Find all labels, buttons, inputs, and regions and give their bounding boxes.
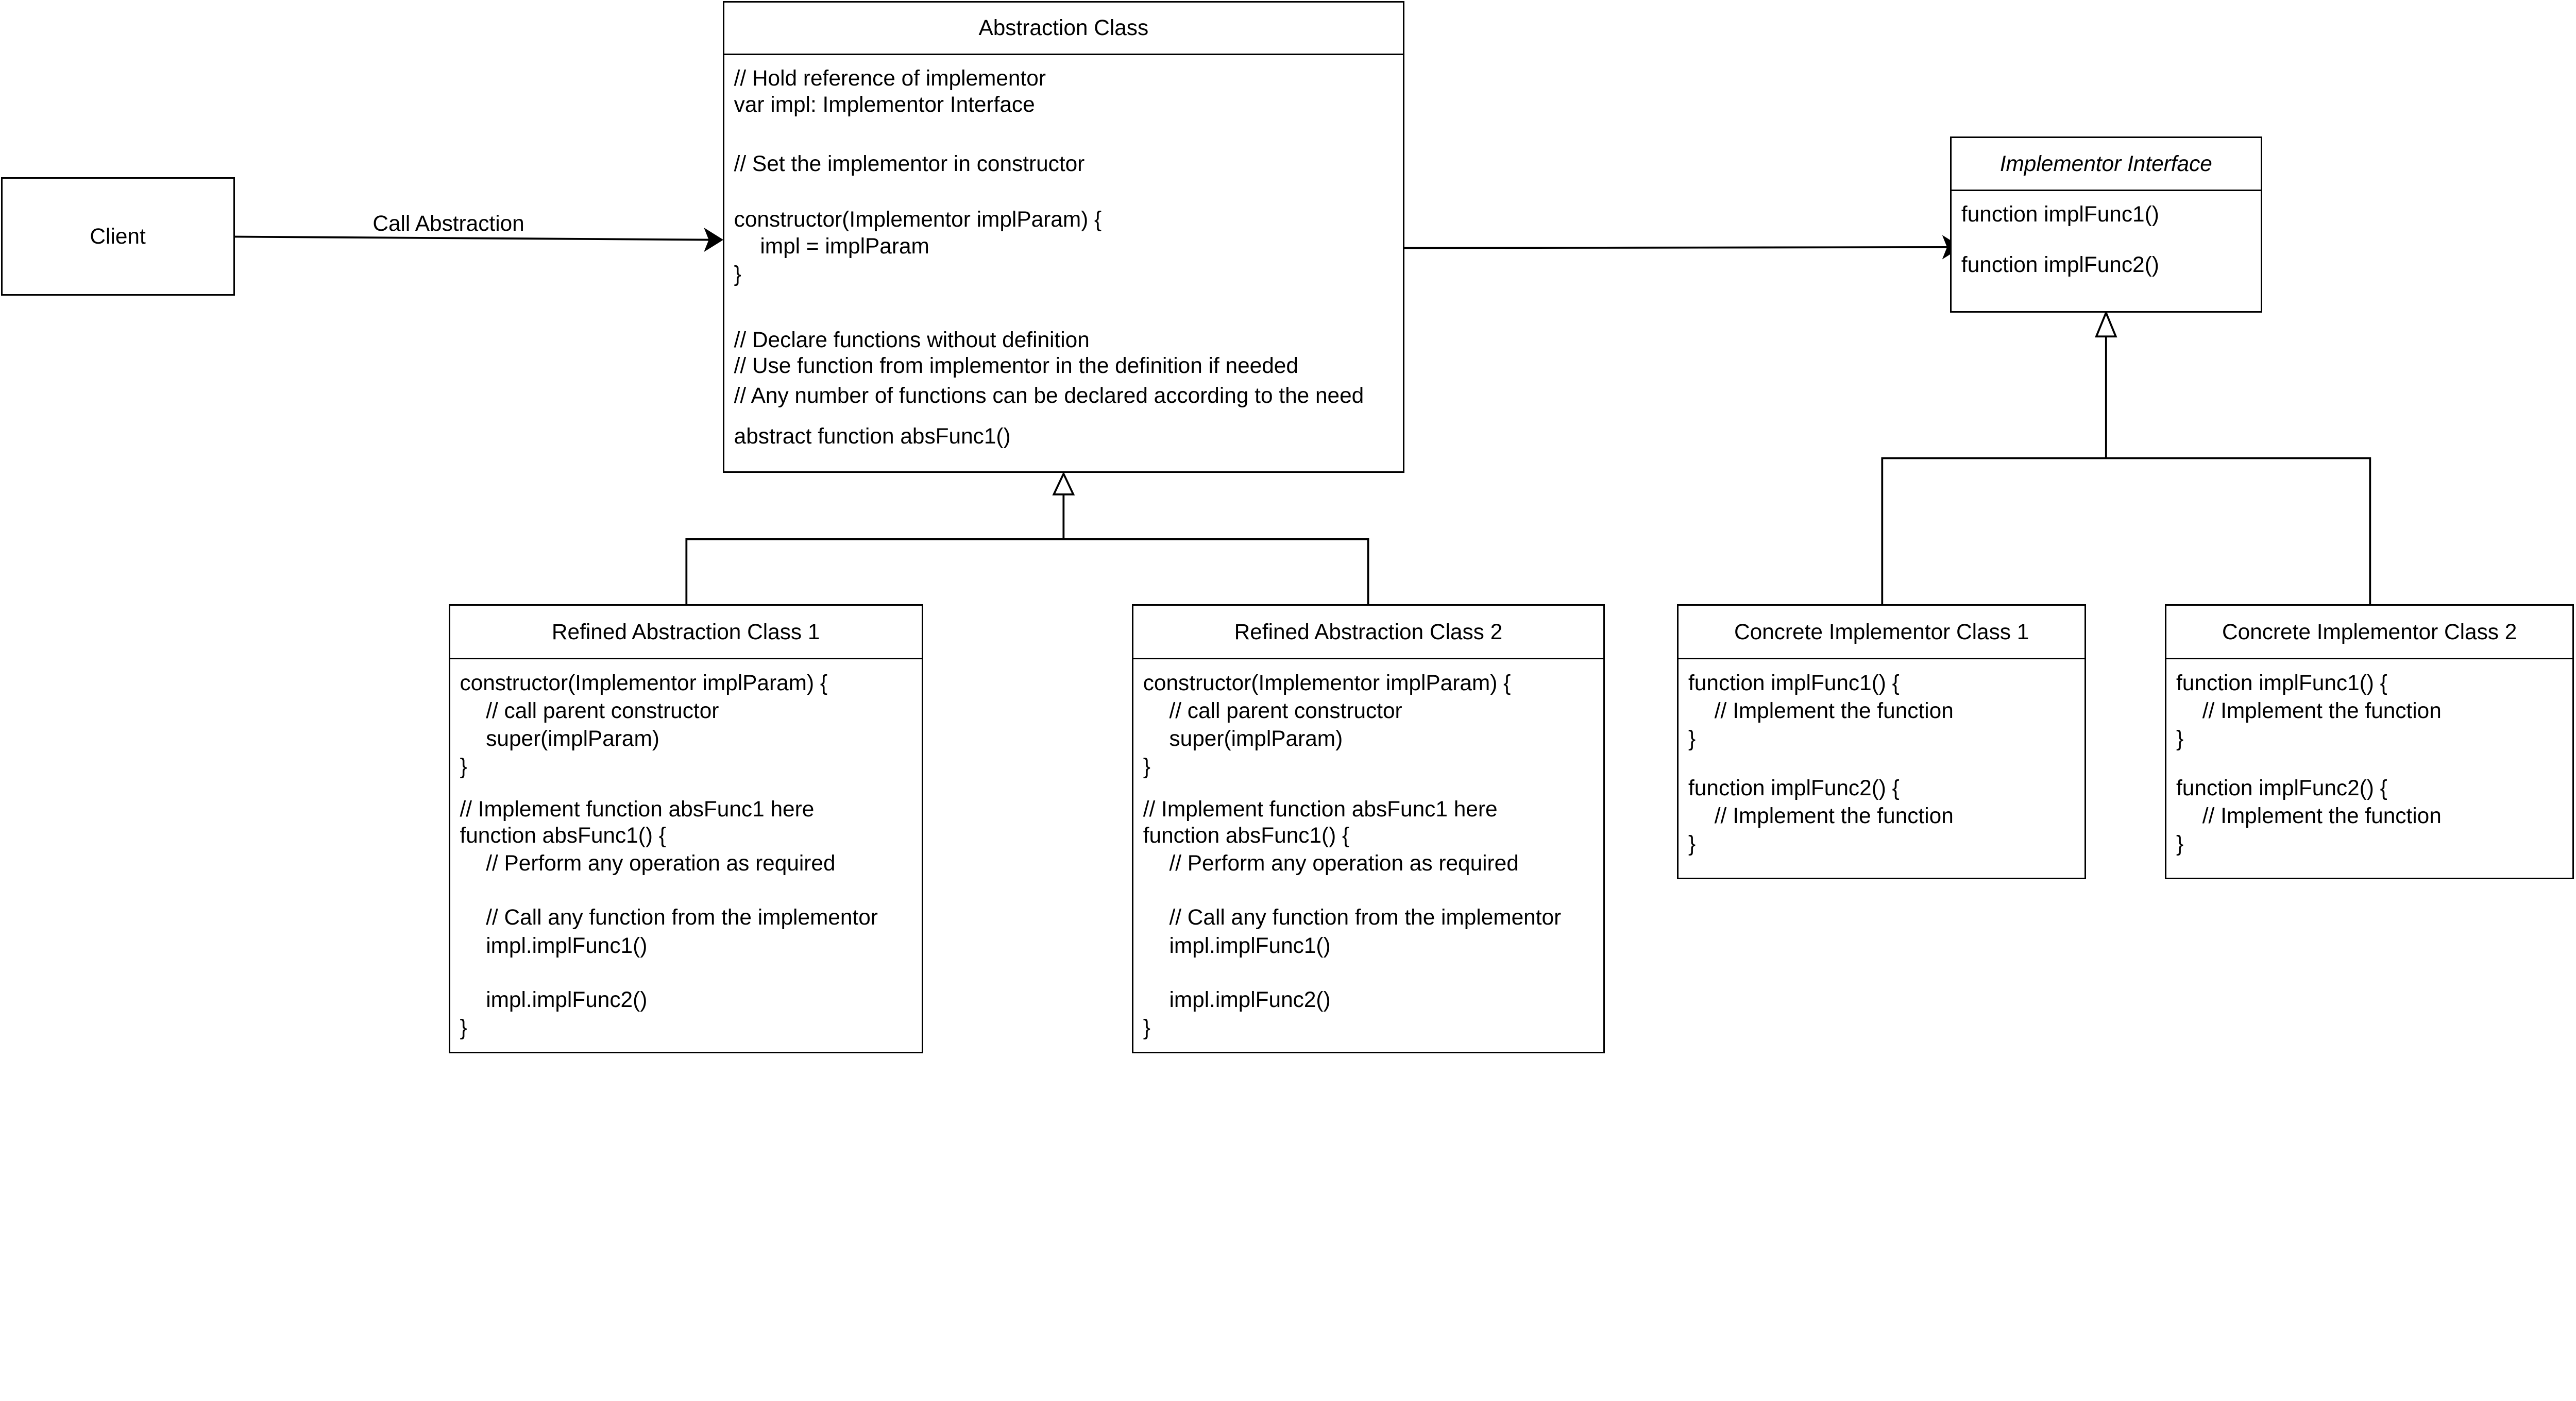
code-line: impl.implFunc1() xyxy=(486,933,648,958)
code-line: // Declare functions without definition xyxy=(734,327,1090,352)
code-line: super(implParam) xyxy=(486,726,659,750)
code-line: } xyxy=(1143,754,1150,779)
code-line: impl = implParam xyxy=(760,233,929,258)
code-line: impl.implFunc2() xyxy=(486,987,648,1012)
code-line: // Call any function from the implemento… xyxy=(1169,905,1562,930)
concrete-implementor-class-2-box[interactable]: Concrete Implementor Class 2 function im… xyxy=(2165,604,2574,880)
code-line: impl.implFunc2() xyxy=(1169,987,1331,1012)
concrete-implementor-class-1-title: Concrete Implementor Class 1 xyxy=(1679,606,2085,660)
code-line: } xyxy=(460,754,467,779)
code-line: // Perform any operation as required xyxy=(1169,851,1519,876)
abstraction-class-title: Abstraction Class xyxy=(724,3,1403,55)
refined-abstraction-class-2-box[interactable]: Refined Abstraction Class 2 constructor(… xyxy=(1131,604,1605,1054)
call-arrowhead xyxy=(704,227,724,252)
code-line: function implFunc1() { xyxy=(2176,670,2387,695)
code-line: function implFunc1() xyxy=(1961,201,2159,226)
concrete-implementor-class-1-box[interactable]: Concrete Implementor Class 1 function im… xyxy=(1677,604,2087,880)
code-line: // Set the implementor in constructor xyxy=(734,151,1085,176)
code-line: } xyxy=(460,1015,467,1039)
call-abstraction-label: Call Abstraction xyxy=(372,211,524,235)
code-line: } xyxy=(2176,831,2184,856)
code-line: } xyxy=(734,261,741,286)
code-line: } xyxy=(1688,726,1696,750)
code-line: super(implParam) xyxy=(1169,726,1343,750)
code-line: // call parent constructor xyxy=(1169,698,1402,723)
code-line: constructor(Implementor implParam) { xyxy=(460,670,827,695)
code-line: // Hold reference of implementor xyxy=(734,66,1046,91)
code-line: // Implement the function xyxy=(1714,803,1954,828)
code-line: impl.implFunc1() xyxy=(1169,933,1331,958)
code-line: // Any number of functions can be declar… xyxy=(734,383,1364,407)
code-line: // call parent constructor xyxy=(486,698,719,723)
code-line: function implFunc1() { xyxy=(1688,670,1900,695)
code-line: constructor(Implementor implParam) { xyxy=(1143,670,1511,695)
code-line: } xyxy=(1688,831,1696,856)
code-line: function absFunc1() { xyxy=(460,823,666,848)
refined-abstraction-class-1-title: Refined Abstraction Class 1 xyxy=(450,606,922,660)
concrete-inheritance-triangle xyxy=(2095,310,2117,338)
refined-abstraction-class-1-box[interactable]: Refined Abstraction Class 1 constructor(… xyxy=(448,604,923,1054)
code-line: abstract function absFunc1() xyxy=(734,424,1011,449)
bridge-arrow xyxy=(1404,246,1948,249)
code-line: function absFunc1() { xyxy=(1143,823,1350,848)
concrete-inheritance-connector xyxy=(1881,336,2371,605)
refined-inheritance-connector xyxy=(685,494,1369,605)
code-line: } xyxy=(2176,726,2184,750)
code-line: } xyxy=(1143,1015,1150,1039)
code-line: var impl: Implementor Interface xyxy=(734,92,1035,117)
client-title: Client xyxy=(90,224,146,249)
abstraction-class-box[interactable]: Abstraction Class // Hold reference of i… xyxy=(722,1,1404,473)
code-line: // Use function from implementor in the … xyxy=(734,353,1298,378)
code-line: function implFunc2() { xyxy=(2176,776,2387,800)
client-box[interactable]: Client xyxy=(1,177,235,296)
code-line: // Implement the function xyxy=(1714,698,1954,723)
implementor-interface-title: Implementor Interface xyxy=(1952,138,2261,191)
code-line: // Implement function absFunc1 here xyxy=(460,797,815,821)
code-line: function implFunc2() xyxy=(1961,252,2159,277)
code-line: // Call any function from the implemento… xyxy=(486,905,878,930)
code-line: // Perform any operation as required xyxy=(486,851,836,876)
code-line: // Implement the function xyxy=(2202,803,2442,828)
code-line: constructor(Implementor implParam) { xyxy=(734,207,1102,232)
code-line: function implFunc2() { xyxy=(1688,776,1900,800)
code-line: // Implement function absFunc1 here xyxy=(1143,797,1498,821)
refined-inheritance-triangle xyxy=(1052,471,1075,496)
call-abstraction-arrow xyxy=(234,235,710,241)
refined-abstraction-class-2-title: Refined Abstraction Class 2 xyxy=(1133,606,1604,660)
implementor-interface-box[interactable]: Implementor Interface function implFunc1… xyxy=(1950,136,2262,313)
code-line: // Implement the function xyxy=(2202,698,2442,723)
concrete-implementor-class-2-title: Concrete Implementor Class 2 xyxy=(2166,606,2573,660)
